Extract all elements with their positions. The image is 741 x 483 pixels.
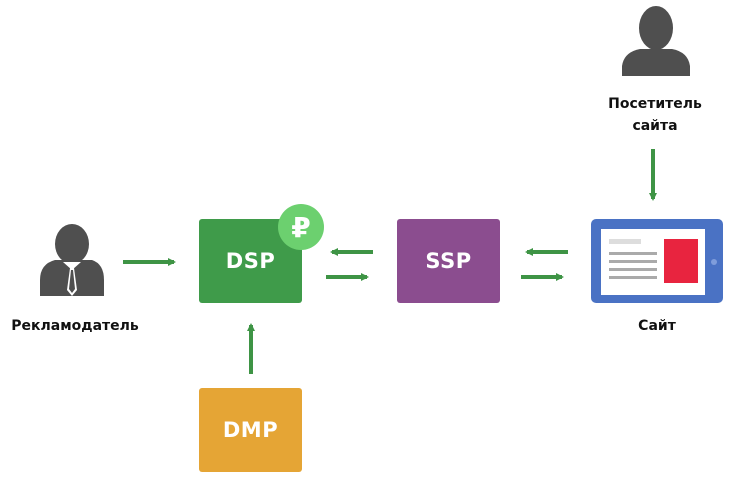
ruble-badge: ₽ [278, 204, 324, 250]
visitor-label: Посетитель сайта [585, 93, 725, 137]
ssp-box: SSP [397, 219, 500, 303]
businessman-icon [40, 224, 104, 296]
dmp-label: DMP [222, 418, 279, 442]
dmp-box: DMP [199, 388, 302, 472]
ssp-label: SSP [425, 249, 472, 273]
visitor-label-line1: Посетитель [608, 96, 702, 112]
tablet-icon [591, 219, 723, 303]
site-label: Сайт [638, 318, 676, 334]
advertiser-label: Рекламодатель [11, 318, 139, 334]
person-icon [622, 6, 690, 76]
dsp-label: DSP [225, 249, 276, 273]
ruble-icon: ₽ [291, 210, 311, 244]
visitor-label-line2: сайта [632, 118, 678, 134]
